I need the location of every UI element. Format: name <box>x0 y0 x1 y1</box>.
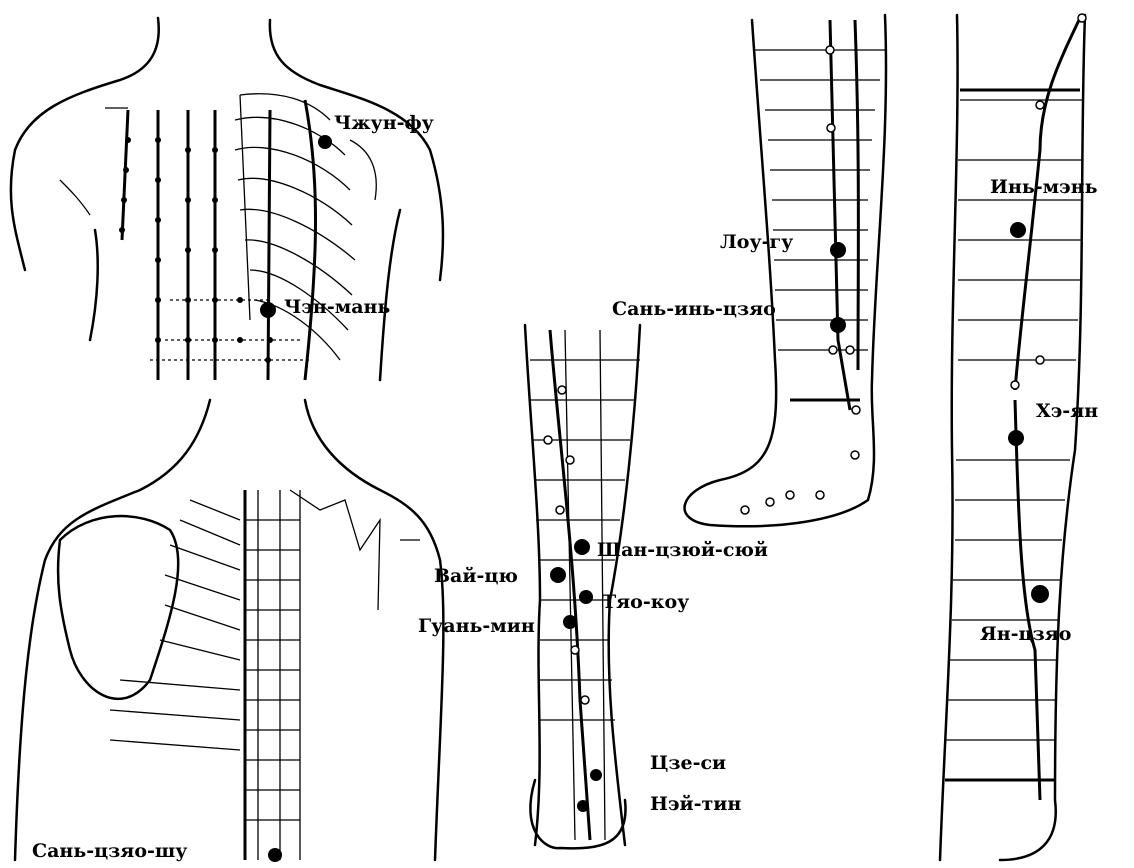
label-zhong-fu: Чжун-фу <box>334 114 434 133</box>
label-shang-ju-xu: Шан-цзюй-сюй <box>597 541 768 560</box>
medial-leg-figure <box>685 15 886 526</box>
label-he-yang: Хэ-ян <box>1036 402 1098 421</box>
nei-ting-point <box>577 800 589 812</box>
shang-ju-xu-point <box>574 539 590 555</box>
yin-men-point <box>1010 222 1026 238</box>
label-yang-jiao: Ян-цзяо <box>980 625 1071 644</box>
back-figure <box>15 400 443 862</box>
label-san-yin-jiao: Сань-инь-цзяо <box>612 300 776 319</box>
san-jiao-shu-point <box>268 848 282 862</box>
label-lou-gu: Лоу-гу <box>720 233 793 252</box>
label-chen-man: Чэн-мань <box>284 298 390 317</box>
chen-man-point <box>260 302 276 318</box>
label-jie-xi: Цзе-си <box>650 754 726 773</box>
label-wai-qiu: Вай-цю <box>434 567 518 586</box>
label-nei-ting: Нэй-тин <box>650 795 741 814</box>
jie-xi-point <box>590 769 602 781</box>
label-san-jiao-shu: Сань-цзяо-шу <box>32 842 187 861</box>
wai-qiu-point <box>550 567 566 583</box>
tiao-kou-point <box>579 590 593 604</box>
lou-gu-point <box>830 242 846 258</box>
label-tiao-kou: Тяо-коу <box>602 593 689 612</box>
zhong-fu-point <box>318 135 332 149</box>
label-guang-ming: Гуань-мин <box>418 617 535 636</box>
chest-figure <box>11 18 443 380</box>
label-yin-men: Инь-мэнь <box>990 178 1098 197</box>
lateral-leg-figure <box>940 14 1086 860</box>
lower-leg-figure <box>525 325 640 848</box>
yang-jiao-point <box>1031 585 1049 603</box>
san-yin-jiao-point <box>830 317 846 333</box>
he-yang-point <box>1008 430 1024 446</box>
guang-ming-point <box>563 615 577 629</box>
